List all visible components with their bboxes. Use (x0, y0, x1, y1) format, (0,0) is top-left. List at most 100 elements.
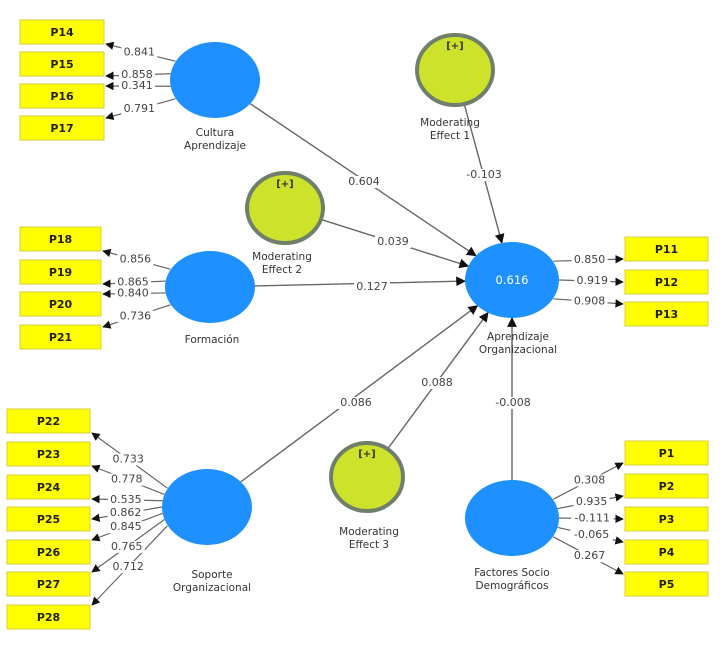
path-coefficient-mod1: -0.103 (466, 168, 501, 181)
moderator-node-mod1[interactable] (415, 33, 495, 107)
indicator-box-p28[interactable] (6, 604, 91, 630)
indicator-label-p25: P25 (37, 513, 60, 526)
loading-value-p23-bg (108, 473, 145, 486)
construct-name-mod1: Moderating (420, 117, 480, 129)
indicator-label-p15: P15 (50, 58, 73, 71)
indicator-box-p15[interactable] (19, 51, 105, 77)
indicator-label-p27: P27 (37, 578, 60, 591)
moderator-node-mod2[interactable] (245, 171, 325, 245)
expand-icon[interactable]: [+] (276, 179, 294, 190)
construct-name-formacion: Formación (185, 334, 240, 346)
loading-value-p24: 0.535 (110, 493, 142, 506)
indicator-box-p4[interactable] (624, 539, 709, 565)
indicator-box-p20[interactable] (19, 291, 102, 317)
construct-node-cultura[interactable] (170, 42, 260, 118)
construct-name-factores: Demográficos (476, 580, 549, 592)
indicator-label-p21: P21 (49, 331, 72, 344)
indicator-box-p13[interactable] (624, 301, 709, 327)
indicator-box-p19[interactable] (19, 259, 102, 285)
indicator-box-p18[interactable] (19, 226, 102, 252)
loading-value-p1: 0.308 (574, 473, 606, 486)
loading-value-p11: 0.850 (574, 253, 606, 266)
indicator-label-p23: P23 (37, 448, 60, 461)
loading-value-p18: 0.856 (120, 253, 152, 266)
indicator-box-p17[interactable] (19, 115, 105, 141)
indicator-label-p4: P4 (659, 546, 675, 559)
loading-value-p17: 0.791 (124, 102, 156, 115)
loading-value-p17-bg (121, 102, 158, 115)
loading-value-p1-bg (571, 474, 608, 487)
labels-layer: 0.604-0.1030.0390.1270.0860.088-0.008P14… (37, 26, 678, 624)
path-soporte-to-aprendizaje[interactable] (240, 305, 479, 483)
construct-name-mod2: Effect 2 (262, 264, 302, 276)
indicator-box-p11[interactable] (624, 236, 709, 262)
indicator-label-p13: P13 (655, 308, 678, 321)
nodes-layer (6, 19, 709, 630)
loading-value-p22: 0.733 (112, 452, 144, 465)
path-coefficient-mod1-bg (462, 169, 506, 181)
loading-value-p18-bg (117, 253, 154, 266)
loading-value-p21: 0.736 (120, 309, 152, 322)
loading-value-p15-bg (119, 68, 156, 81)
path-coefficient-factores: -0.008 (495, 396, 530, 409)
path-coefficient-mod2: 0.039 (377, 235, 409, 248)
indicator-box-p22[interactable] (6, 408, 91, 434)
loading-value-p15: 0.858 (121, 68, 153, 81)
indicator-box-p21[interactable] (19, 324, 102, 350)
indicator-box-p3[interactable] (624, 506, 709, 532)
construct-name-mod1: Effect 1 (430, 130, 470, 142)
construct-name-soporte: Organizacional (173, 582, 251, 594)
loading-value-p3: -0.111 (575, 512, 610, 525)
construct-name-soporte: Soporte (191, 569, 232, 581)
path-coefficient-factores-bg (491, 397, 535, 409)
loading-value-p14-bg (121, 46, 158, 59)
construct-name-mod3: Effect 3 (349, 539, 389, 551)
loading-value-p27: 0.765 (111, 540, 143, 553)
construct-node-formacion[interactable] (165, 251, 255, 323)
indicator-box-p23[interactable] (6, 441, 91, 467)
loading-value-p5: 0.267 (574, 549, 606, 562)
indicator-box-p25[interactable] (6, 506, 91, 532)
moderator-node-mod3[interactable] (329, 441, 405, 513)
loading-value-p21-bg (117, 310, 154, 323)
loading-value-p4: -0.065 (574, 528, 609, 541)
construct-name-aprendizaje: Aprendizaje (487, 331, 549, 343)
loading-value-p25-bg (107, 507, 144, 520)
construct-node-aprendizaje[interactable] (465, 242, 559, 318)
indicator-box-p14[interactable] (19, 19, 105, 45)
indicator-label-p22: P22 (37, 415, 60, 428)
loading-value-p13-bg (571, 295, 608, 308)
indicator-label-p2: P2 (659, 480, 675, 493)
indicator-box-p16[interactable] (19, 83, 105, 109)
construct-node-factores[interactable] (465, 480, 559, 556)
indicator-box-p27[interactable] (6, 571, 91, 597)
path-coefficient-mod3-bg (419, 377, 455, 389)
construct-name-cultura: Cultura (196, 127, 234, 139)
indicator-box-p24[interactable] (6, 474, 91, 500)
loading-value-p12-bg (574, 275, 611, 288)
indicator-box-p5[interactable] (624, 571, 709, 597)
path-coefficient-cultura-bg (346, 176, 382, 188)
loading-value-p26-bg (107, 521, 144, 534)
loading-value-p3-bg (571, 512, 614, 525)
loading-value-p12: 0.919 (577, 274, 609, 287)
indicator-box-p2[interactable] (624, 473, 709, 499)
loading-value-p16-bg (119, 80, 156, 93)
loading-value-p28-bg (110, 560, 147, 573)
indicator-box-p12[interactable] (624, 269, 709, 295)
indicator-label-p1: P1 (659, 447, 675, 460)
expand-icon[interactable]: [+] (358, 449, 376, 460)
indicator-box-p26[interactable] (6, 539, 91, 565)
loading-value-p20-bg (115, 287, 152, 300)
loading-value-p19: 0.865 (117, 276, 149, 289)
loading-value-p14: 0.841 (124, 45, 156, 58)
loading-value-p5-bg (571, 550, 608, 563)
construct-node-soporte[interactable] (162, 469, 252, 545)
path-coefficient-formacion-bg (354, 281, 390, 293)
expand-icon[interactable]: [+] (446, 41, 464, 52)
path-coefficient-formacion: 0.127 (356, 280, 388, 293)
path-coefficient-cultura: 0.604 (348, 175, 380, 188)
loading-value-p4-bg (570, 528, 613, 541)
indicator-box-p1[interactable] (624, 440, 709, 466)
